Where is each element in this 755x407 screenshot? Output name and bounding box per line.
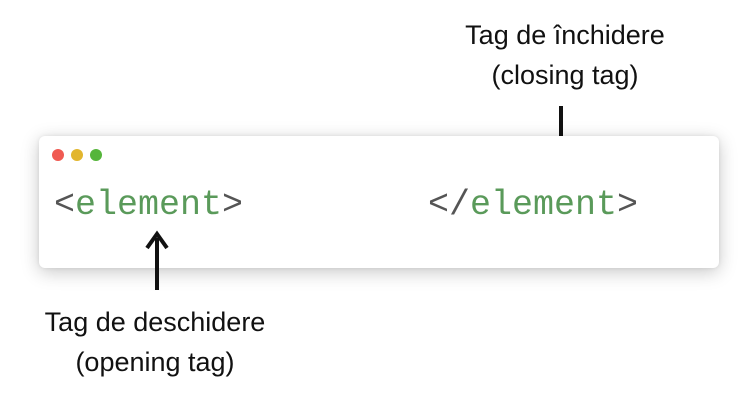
opening-tag-code: <element> (54, 183, 243, 227)
closing-tag-open-bracket: </ (428, 185, 471, 225)
opening-tag-label-line1: Tag de deschidere (44, 307, 266, 337)
closing-tag-close-bracket: > (617, 185, 639, 225)
closing-tag-label-line2: (closing tag) (491, 60, 639, 90)
closing-tag-name: element (470, 185, 618, 225)
window-minimize-dot (71, 149, 83, 161)
closing-tag-label-line1: Tag de închidere (465, 20, 665, 50)
opening-tag-close-bracket: > (222, 185, 244, 225)
closing-tag-code: </element> (428, 183, 638, 227)
opening-tag-open-bracket: < (54, 185, 76, 225)
arrow-up-head (145, 230, 169, 250)
window-close-dot (52, 149, 64, 161)
code-window: <element> </element> (39, 136, 719, 268)
opening-tag-name: element (75, 185, 223, 225)
opening-tag-label: Tag de deschidere (opening tag) (10, 302, 300, 382)
closing-tag-label: Tag de închidere (closing tag) (420, 15, 710, 95)
window-maximize-dot (90, 149, 102, 161)
opening-tag-label-line2: (opening tag) (75, 347, 235, 377)
arrow-up-icon (145, 230, 169, 290)
